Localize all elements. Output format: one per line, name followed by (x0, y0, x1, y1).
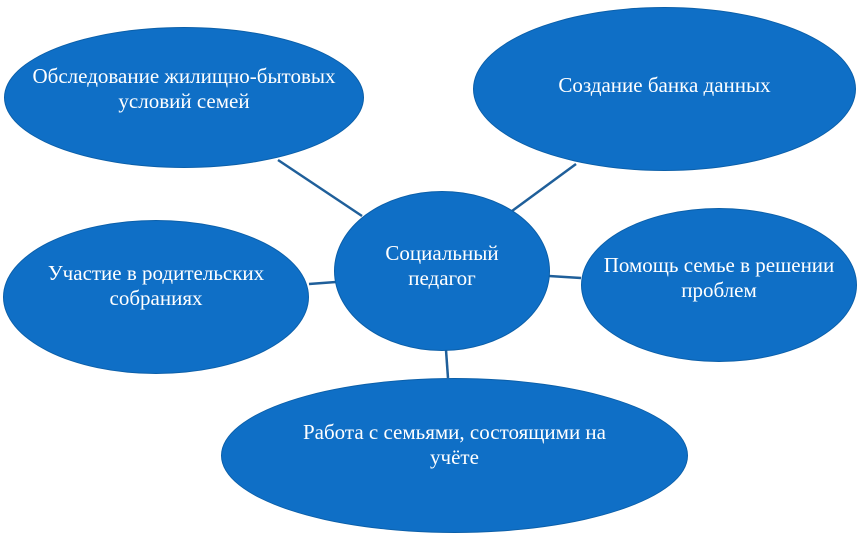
connector-help (548, 274, 582, 280)
node-center: Социальный педагог (334, 191, 550, 351)
node-database: Создание банка данных (473, 7, 856, 171)
connector-registered (444, 349, 450, 379)
node-help-label: Помощь семье в решении проблем (603, 253, 835, 302)
node-meetings-label: Участие в родительских собраниях (47, 261, 265, 310)
node-meetings: Участие в родительских собраниях (3, 220, 309, 374)
node-registered: Работа с семьями, состоящими на учёте (221, 378, 688, 533)
connector-survey (277, 158, 363, 218)
node-center-label: Социальный педагог (385, 241, 499, 290)
node-registered-label: Работа с семьями, состоящими на учёте (302, 419, 606, 469)
connector-database (511, 162, 577, 213)
node-survey-label: Обследование жилищно-бытовых условий сем… (32, 63, 336, 113)
node-survey: Обследование жилищно-бытовых условий сем… (4, 27, 364, 168)
node-database-label: Создание банка данных (558, 72, 771, 97)
node-help: Помощь семье в решении проблем (581, 208, 857, 362)
connector-meetings (308, 280, 337, 286)
